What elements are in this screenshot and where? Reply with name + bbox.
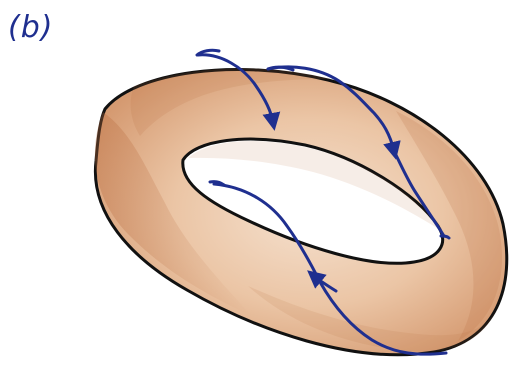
panel-label: (b): [8, 13, 53, 43]
